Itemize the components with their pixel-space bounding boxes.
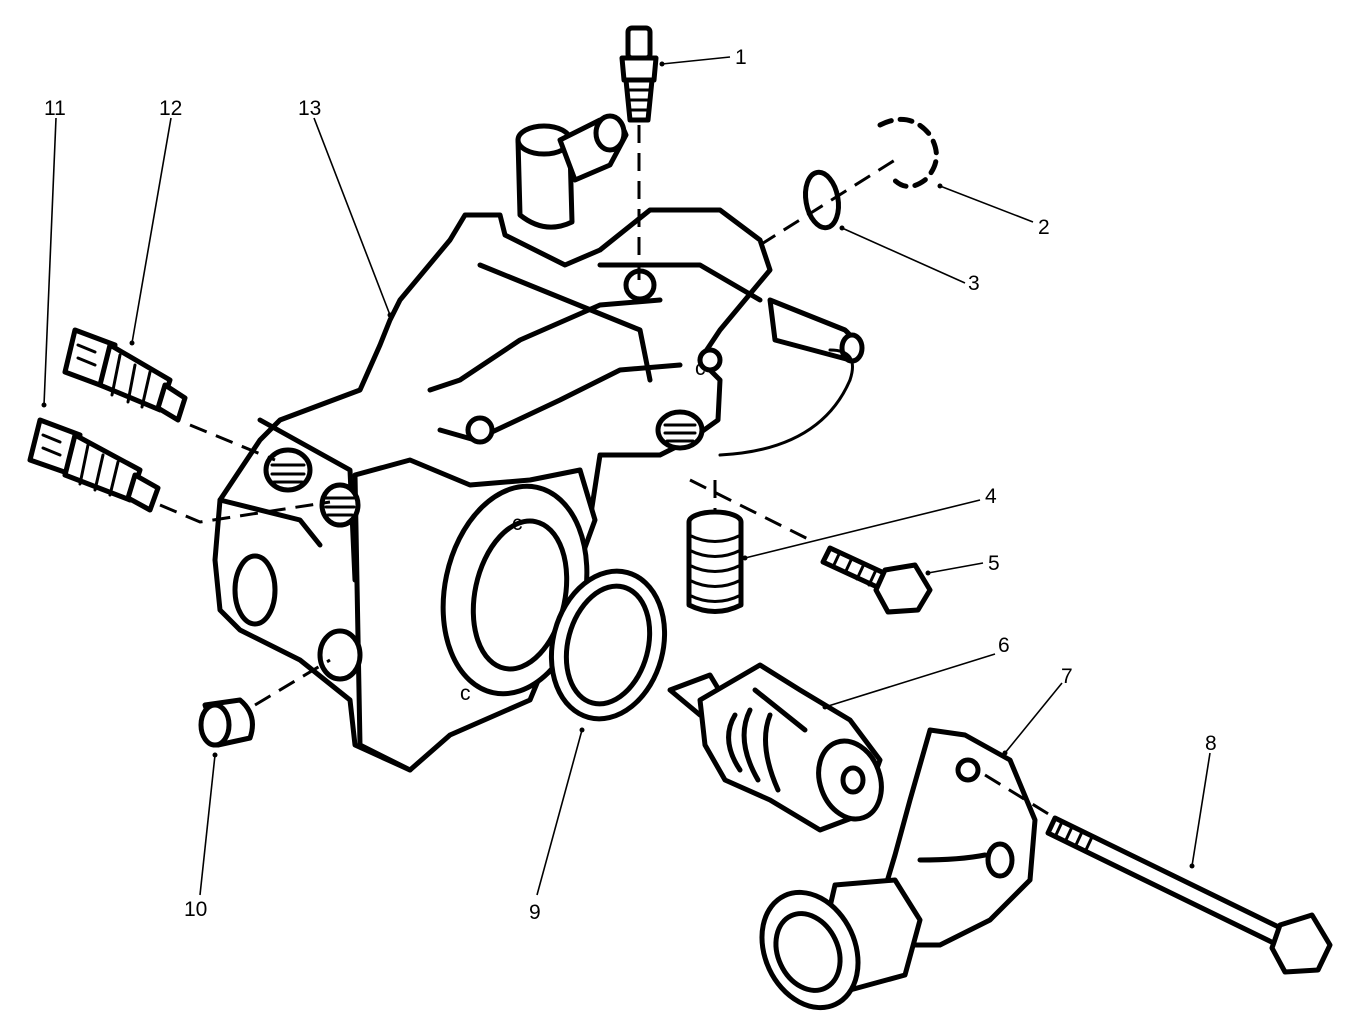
axis-line	[254, 658, 331, 707]
callout-5: 5	[988, 552, 1000, 575]
outlet-housing	[759, 727, 1038, 1011]
svg-text:c: c	[512, 512, 523, 535]
housing-body: c c c	[212, 113, 865, 773]
gasket-ring	[548, 568, 668, 722]
callout-13: 13	[298, 97, 321, 120]
thermostat	[667, 662, 884, 833]
long-bolt	[1045, 815, 1333, 975]
callout-2: 2	[1038, 216, 1050, 239]
bleed-screw	[619, 25, 659, 123]
callout-8: 8	[1205, 732, 1217, 755]
retaining-clip	[877, 116, 939, 189]
sensor-11	[27, 417, 161, 513]
leader-lines	[41, 56, 1211, 896]
callout-1: 1	[735, 46, 747, 69]
axis-line	[689, 478, 811, 542]
axis-line	[159, 500, 331, 524]
callout-9: 9	[529, 901, 541, 924]
sensor-12	[62, 327, 188, 423]
short-bolt	[820, 545, 933, 615]
axis-line	[189, 423, 276, 462]
callout-10: 10	[184, 898, 207, 921]
svg-text:c: c	[695, 357, 706, 380]
svg-text:c: c	[460, 682, 471, 705]
callout-12: 12	[159, 97, 182, 120]
callout-3: 3	[968, 272, 980, 295]
callout-7: 7	[1061, 665, 1073, 688]
callout-6: 6	[998, 634, 1010, 657]
callout-4: 4	[985, 485, 997, 508]
o-ring-seal	[803, 169, 841, 231]
callout-labels: 1 2 3 4 5 6 7 8 9 10 11 12 13	[44, 46, 1217, 924]
axis-line	[984, 773, 1056, 820]
spring	[686, 509, 744, 614]
callout-11: 11	[44, 97, 66, 120]
plug	[198, 697, 255, 748]
